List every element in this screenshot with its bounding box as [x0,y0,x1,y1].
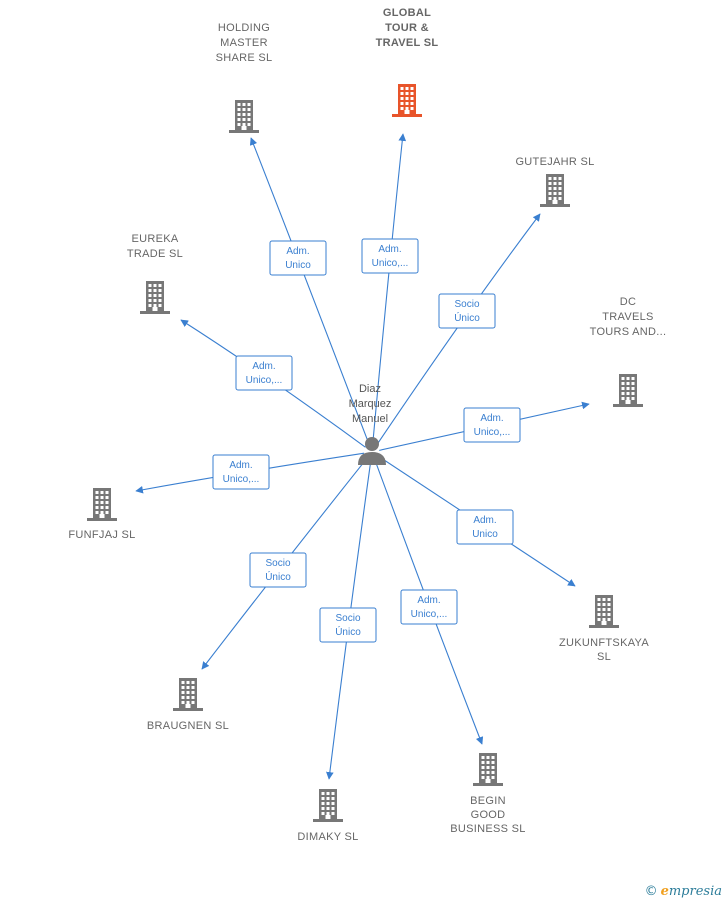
edge-funfjaj: Adm. Unico,... [135,452,365,494]
building-icon [473,753,503,786]
edge-label-line: Adm. [378,244,401,255]
building-icon [173,678,203,711]
company-name-line: GUTEJAHR SL [515,156,594,168]
edge-label-begin-good-business[interactable]: Adm. Unico,... [400,589,458,625]
person-name-line: Diaz [359,383,381,395]
company-name-line: TRAVELS [602,311,653,323]
company-node-eureka-trade[interactable]: EUREKA TRADE SL [127,233,183,314]
person-name-line: Manuel [352,413,388,425]
edge-label-line: Unico,... [411,609,448,620]
company-name-line: ZUKUNFTSKAYA [559,637,649,649]
person-icon [358,437,386,465]
edge-label-line: Adm. [480,413,503,424]
edge-label-line: Único [454,311,480,324]
edge-label-line: Socio [335,613,360,624]
company-name-line: TOUR & [385,22,429,34]
edge-label-funfjaj[interactable]: Adm. Unico,... [212,454,270,490]
edge-label-holding-master-share[interactable]: Adm. Unico [269,240,327,276]
company-node-funfjaj[interactable]: FUNFJAJ SL [68,488,135,541]
edge-label-line: Adm. [286,246,309,257]
company-name-line: GOOD [471,809,506,821]
company-name-line: EUREKA [131,233,178,245]
edge-label-line: Unico [285,260,311,271]
company-name-line: DC [620,296,637,308]
edge-label-line: Adm. [417,595,440,606]
company-name-line: BRAUGNEN SL [147,720,229,732]
edge-label-eureka-trade[interactable]: Adm. Unico,... [235,355,293,391]
copyright-icon: © [644,884,658,899]
building-icon [613,374,643,407]
edge-label-line: Único [335,625,361,638]
company-name-line: DIMAKY SL [297,831,358,843]
edge-label-dc-travels[interactable]: Adm. Unico,... [463,407,521,443]
edge-label-line: Adm. [252,361,275,372]
edge-label-line: Unico,... [246,375,283,386]
company-node-gutejahr[interactable]: GUTEJAHR SL [515,156,594,207]
edge-label-line: Unico,... [372,258,409,269]
building-icon [589,595,619,628]
edge-label-zukunftskaya[interactable]: Adm. Unico [456,509,514,545]
company-node-dimaky[interactable]: DIMAKY SL [297,789,358,843]
person-name-line: Marquez [349,398,392,410]
building-icon [140,281,170,314]
building-icon [229,100,259,133]
edge-dc-travels: Adm. Unico,... [379,401,590,451]
edge-global-tour-travel: Adm. Unico,... [361,133,419,441]
edge-label-line: Adm. [229,460,252,471]
building-icon [313,789,343,822]
edge-eureka-trade: Adm. Unico,... [180,319,366,448]
edge-holding-master-share: Adm. Unico [249,137,369,441]
company-name-line: FUNFJAJ SL [68,529,135,541]
edge-label-global-tour-travel[interactable]: Adm. Unico,... [361,238,419,274]
building-icon [392,84,422,117]
company-name-line: TRADE SL [127,248,183,260]
edge-label-line: Adm. [473,515,496,526]
company-node-holding-master-share[interactable]: HOLDING MASTER SHARE SL [216,22,273,133]
brand-name: mpresia [668,884,722,899]
edge-label-line: Socio [454,299,479,310]
brand-initial: e [660,884,669,899]
company-name-line: SHARE SL [216,52,273,64]
company-name-line: TOURS AND... [590,326,667,338]
building-icon [540,174,570,207]
company-node-braugnen[interactable]: BRAUGNEN SL [147,678,229,732]
company-name-line: TRAVEL SL [376,37,439,49]
company-node-dc-travels[interactable]: DC TRAVELS TOURS AND... [590,296,667,407]
company-name-line: BUSINESS SL [450,823,525,835]
edge-begin-good-business: Adm. Unico,... [374,461,484,745]
nodes-layer: GLOBAL TOUR & TRAVEL SL HOLDING MASTER SHARE … [68,7,666,843]
edge-label-line: Socio [265,558,290,569]
company-node-global-tour-travel[interactable]: GLOBAL TOUR & TRAVEL SL [376,7,439,117]
empresia-brand[interactable]: ©empresia [645,884,722,899]
edge-label-line: Unico [472,529,498,540]
edge-label-line: Unico,... [474,427,511,438]
company-name-line: HOLDING [218,22,270,34]
edges-layer: Adm.Unico,...Adm.UnicoSocioÚnicoAdm.Unic… [135,133,590,780]
company-node-zukunftskaya[interactable]: ZUKUNFTSKAYA SL [559,595,649,663]
company-name-line: SL [597,651,611,663]
company-node-begin-good-business[interactable]: BEGIN GOOD BUSINESS SL [450,753,525,835]
company-name-line: BEGIN [470,795,506,807]
company-name-line: MASTER [220,37,268,49]
edge-label-line: Único [265,570,291,583]
edge-label-line: Unico,... [223,474,260,485]
building-icon [87,488,117,521]
company-name-line: GLOBAL [383,7,431,19]
edge-line [249,137,369,441]
edge-zukunftskaya: Adm. Unico [378,456,576,587]
